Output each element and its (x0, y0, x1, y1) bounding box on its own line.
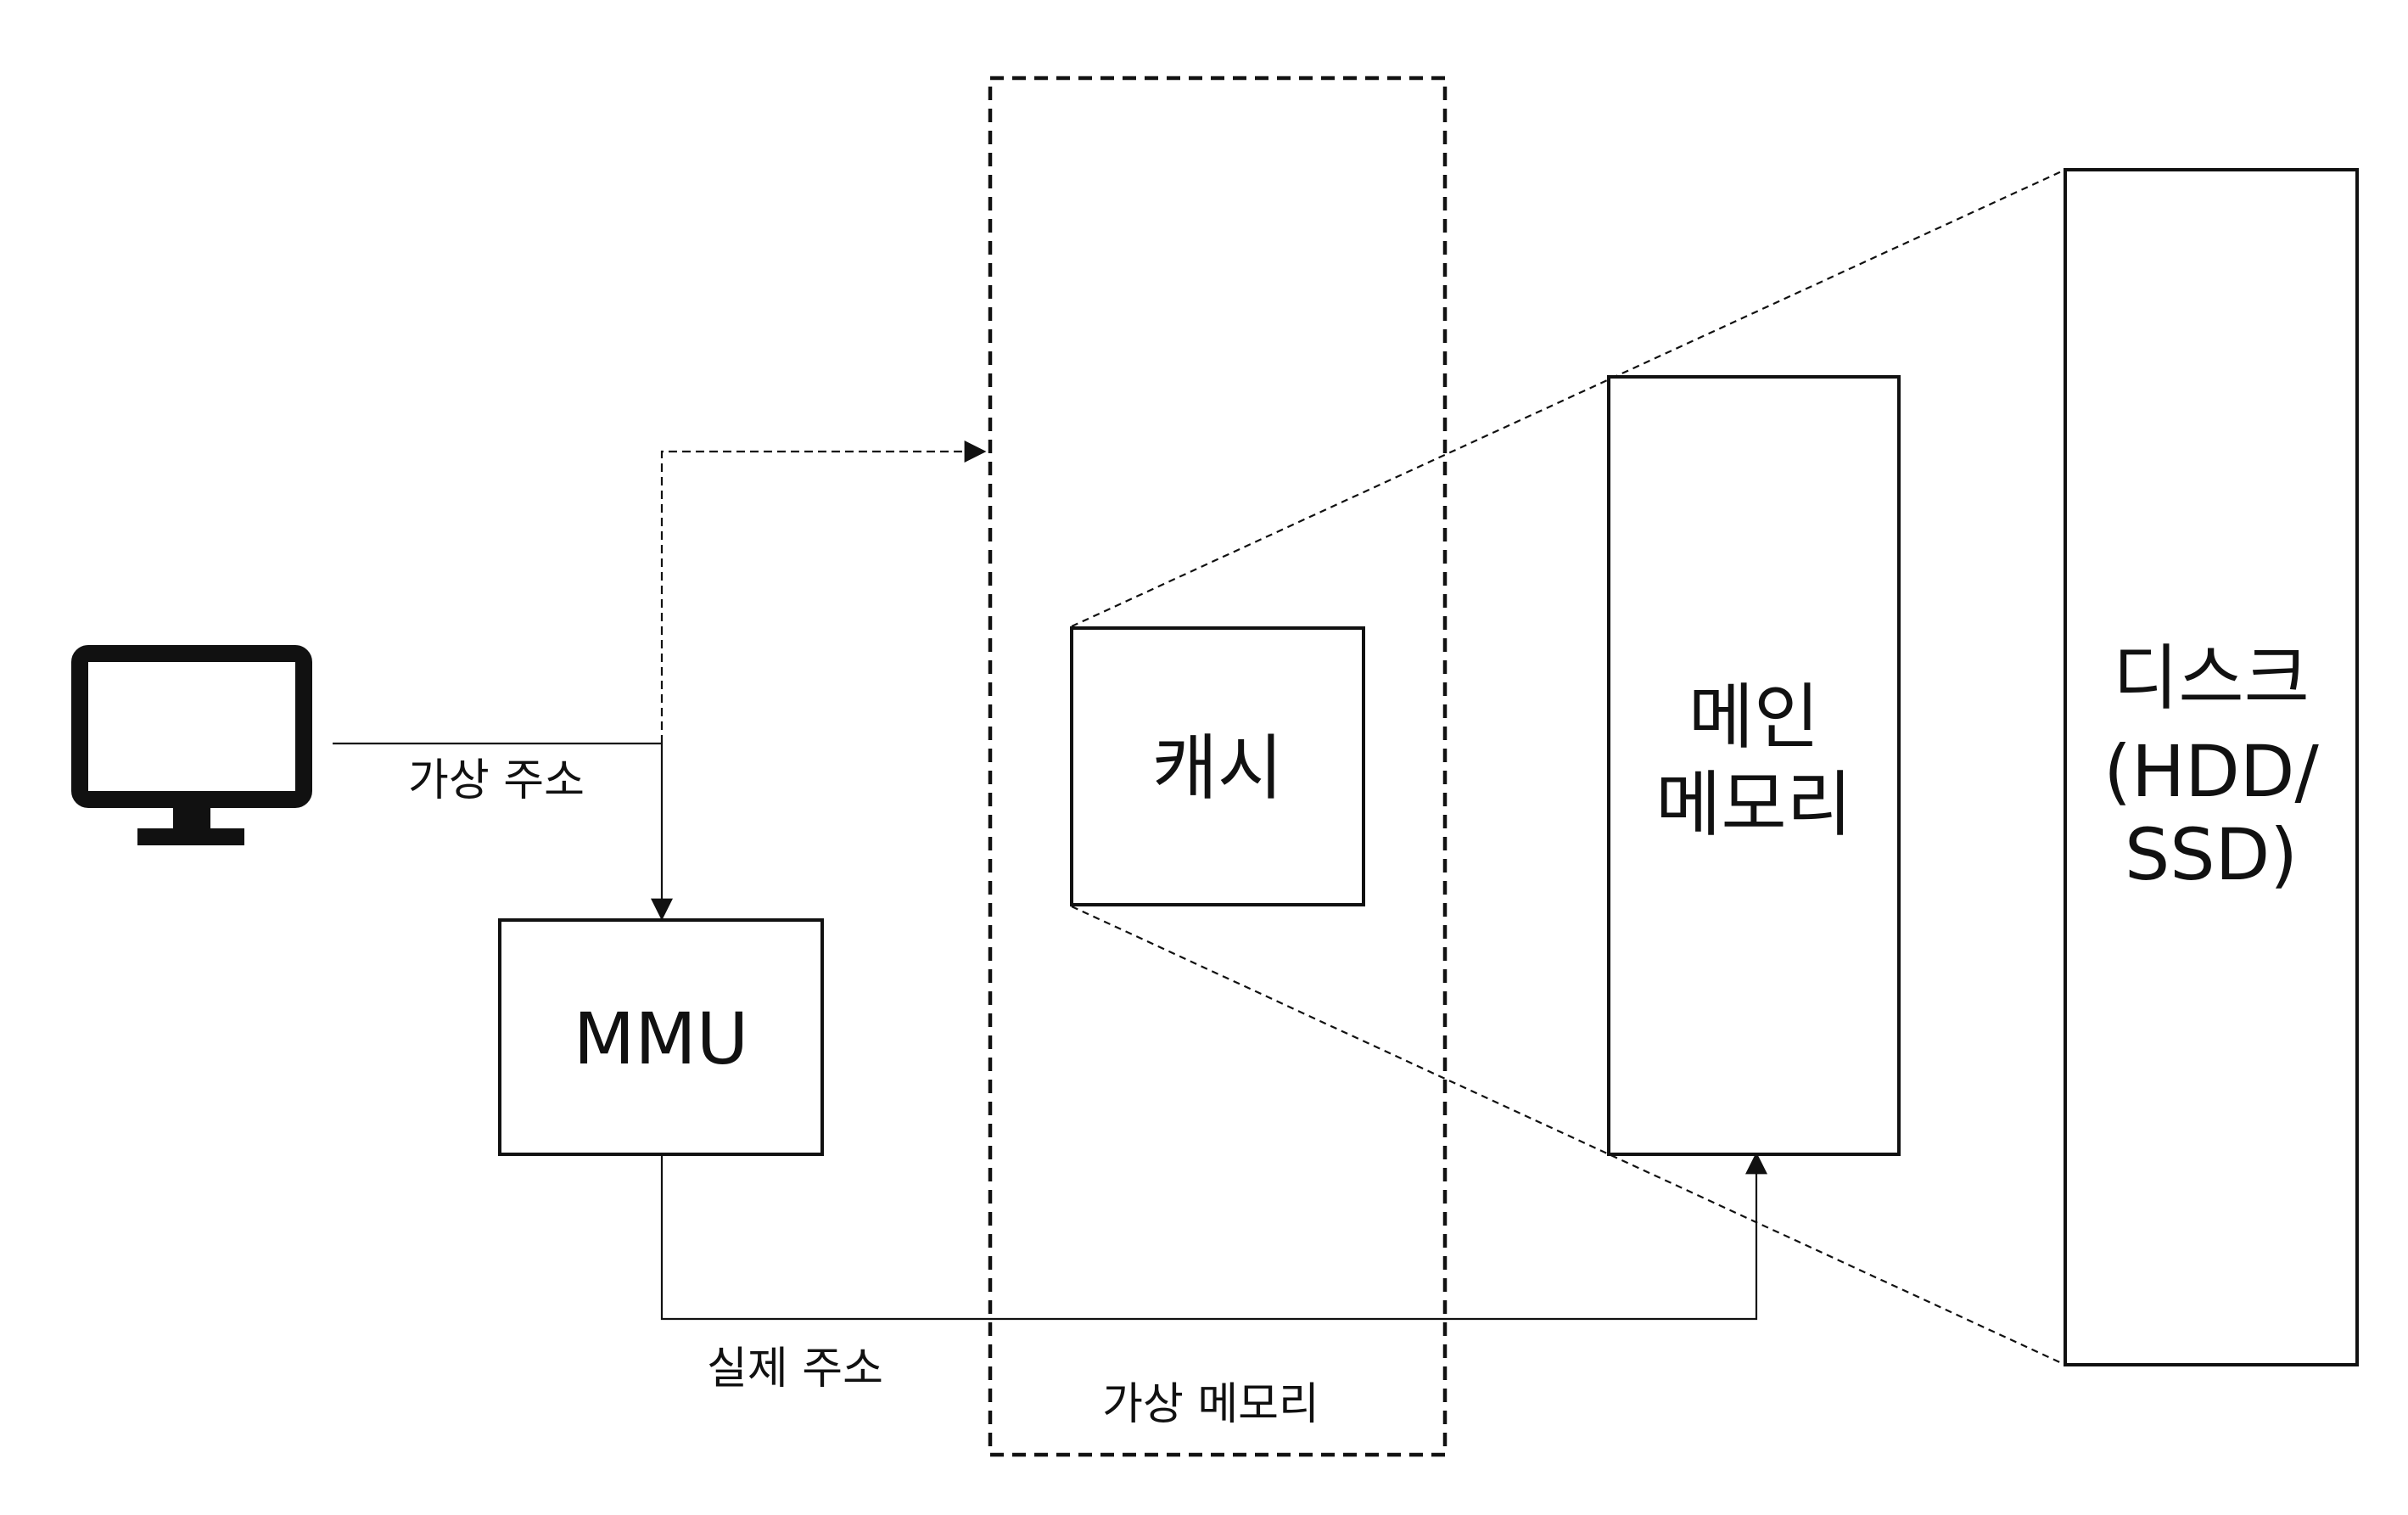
disk-label-line2: (HDD/ (2103, 730, 2319, 813)
cache-to-disk-lower-line (1071, 906, 2066, 1366)
virtual-memory-box (988, 76, 1448, 1457)
monitor-icon (71, 645, 312, 845)
mmu-label: MMU (574, 997, 748, 1080)
main-memory-label-line1: 메인 (1688, 676, 1820, 759)
cache-box (1070, 626, 1365, 906)
virtual-address-label: 가상 주소 (408, 755, 585, 806)
disk-label-line1: 디스크 (2113, 637, 2310, 720)
cache-label: 캐시 (1152, 727, 1284, 810)
physical-address-line (660, 1152, 1767, 1321)
main-memory-box (1607, 375, 1901, 1156)
virtual-memory-label: 가상 메모리 (1102, 1379, 1319, 1430)
to-virtual-memory-arrow (660, 440, 987, 743)
physical-address-label: 실제 주소 (707, 1344, 883, 1394)
disk-box (2064, 168, 2359, 1366)
disk-label-line3: SSD) (2125, 813, 2298, 896)
main-memory-label-line2: 메모리 (1655, 763, 1852, 846)
cache-to-disk-upper-line (1071, 169, 2066, 627)
